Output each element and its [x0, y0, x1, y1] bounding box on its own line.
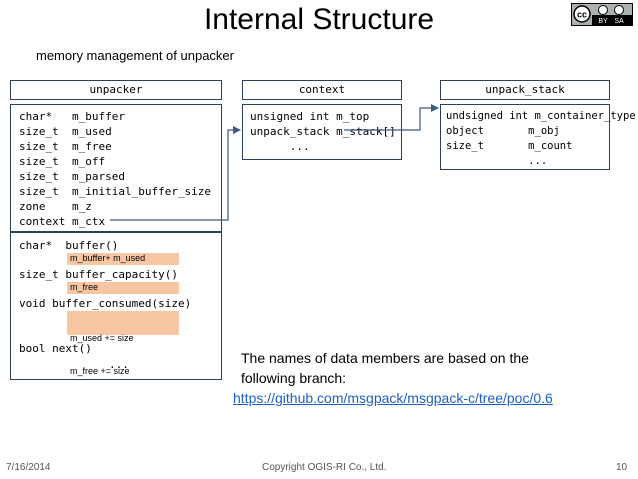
- unpacker-member: size_t m_used: [19, 125, 112, 138]
- unpack-stack-member: ...: [446, 155, 548, 167]
- buffer-expression-note: m_buffer+ m_used: [67, 253, 179, 265]
- unpacker-member: size_t m_off: [19, 155, 106, 168]
- page-title: Internal Structure: [203, 3, 435, 36]
- footer-copyright: Copyright OGIS-RI Co., Ltd.: [262, 462, 387, 473]
- unpacker-members-box: char* m_buffer size_t m_used size_t m_fr…: [10, 104, 222, 232]
- unpack-stack-member: object m_obj: [446, 125, 560, 137]
- buffer-capacity-note: m_free: [67, 282, 179, 294]
- unpacker-member: size_t m_initial_buffer_size: [19, 185, 212, 198]
- buffer-consumed-note: m_used += size m_free += size: [67, 311, 179, 376]
- method-buffer-capacity: size_t buffer_capacity(): [19, 268, 178, 281]
- buffer-consumed-note-line: m_free += size: [70, 366, 130, 376]
- cc-sa-label: SA: [614, 18, 624, 25]
- unpacker-member: char* m_buffer: [19, 110, 125, 123]
- unpacker-methods-box: char* buffer() m_buffer+ m_used size_t b…: [10, 232, 222, 380]
- cc-by-label: BY: [598, 18, 608, 25]
- diagram-subtitle: memory management of unpacker: [36, 48, 234, 63]
- unpack-stack-member: size_t m_count: [446, 140, 573, 152]
- unpacker-member: zone m_z: [19, 200, 92, 213]
- footer-date: 7/16/2014: [6, 462, 51, 473]
- stack-to-unpack-stack-arrow: [344, 104, 439, 131]
- context-member: unsigned int m_top: [250, 110, 370, 123]
- methods-ellipsis: ...: [109, 358, 129, 371]
- branch-note: The names of data members are based on t…: [241, 350, 529, 386]
- unpacker-member: context m_ctx: [19, 215, 106, 228]
- branch-link[interactable]: https://github.com/msgpack/msgpack-c/tre…: [233, 390, 553, 406]
- unpack-stack-members-box: undsigned int m_container_type object m_…: [440, 104, 636, 170]
- method-buffer: char* buffer(): [19, 239, 119, 252]
- buffer-consumed-note-line: m_used += size: [70, 333, 134, 343]
- page-number: 10: [616, 462, 628, 473]
- unpacker-header: unpacker: [10, 80, 222, 100]
- method-buffer-consumed: void buffer_consumed(size): [19, 297, 192, 310]
- cc-license-badge[interactable]: cc BY SA: [571, 3, 633, 26]
- context-member: ...: [250, 140, 310, 153]
- context-header: context: [242, 80, 402, 100]
- unpack-stack-header: unpack_stack: [440, 80, 610, 100]
- cc-license-icon: cc BY SA: [572, 4, 632, 25]
- unpacker-member: size_t m_free: [19, 140, 112, 153]
- unpacker-member: size_t m_parsed: [19, 170, 125, 183]
- context-member: unpack_stack m_stack[]: [250, 125, 396, 138]
- context-members-box: unsigned int m_top unpack_stack m_stack[…: [242, 104, 402, 160]
- ctx-to-context-arrow: [110, 126, 241, 221]
- cc-label: cc: [577, 10, 587, 20]
- method-next: bool next(): [19, 342, 92, 355]
